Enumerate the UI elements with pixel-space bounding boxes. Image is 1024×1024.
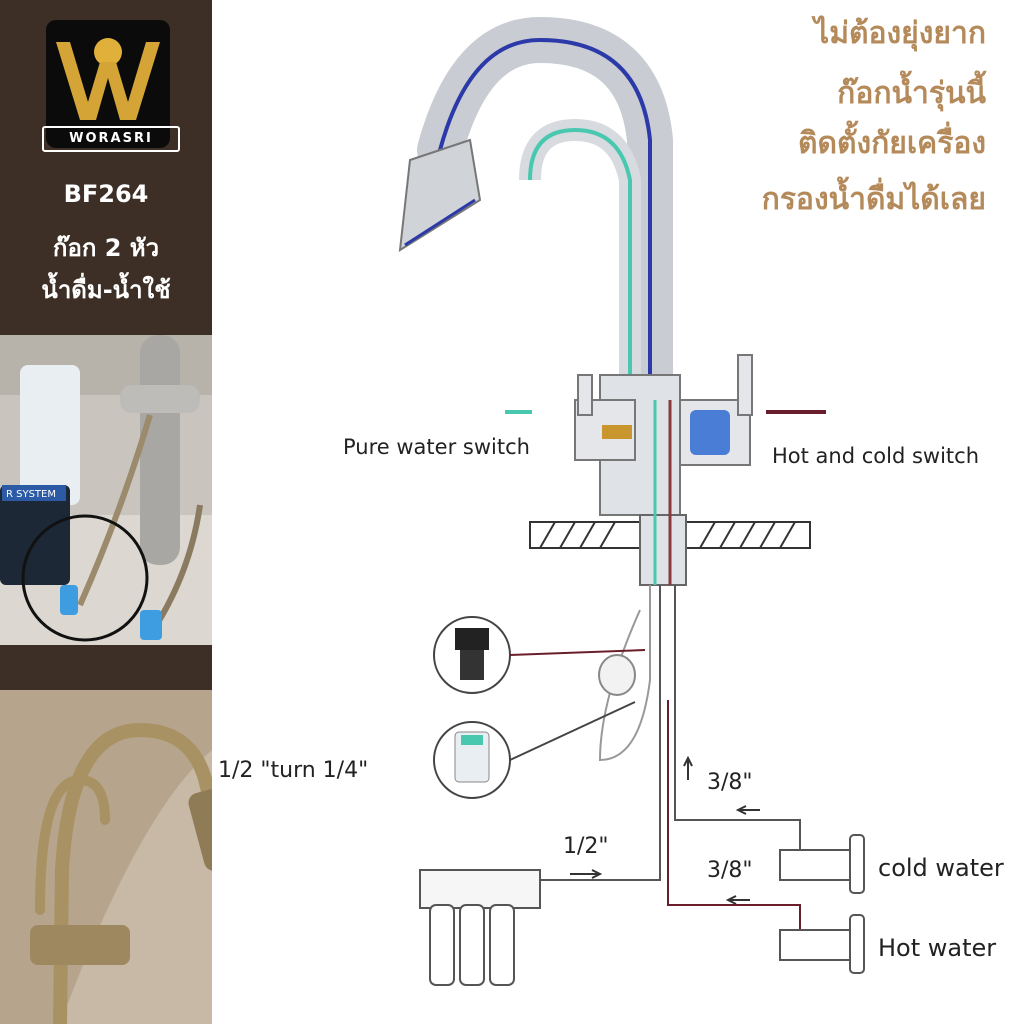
model-description-line2: น้ำดื่ม-น้ำใช้: [41, 276, 171, 304]
faucet-photo: [0, 690, 212, 1024]
headline-line3: ติดตั้งกัยเครื่อง: [798, 126, 986, 161]
size-3-8-top-label: 3/8": [707, 770, 753, 795]
brand-panel: WORASRI BF264 ก๊อก 2 หัว น้ำดื่ม-น้ำใช้ …: [0, 0, 212, 1024]
hot-cold-switch-label: Hot and cold switch: [772, 444, 980, 468]
installation-photo: R SYSTEM: [0, 335, 212, 665]
headline-line1: ไม่ต้องยุ่งยาก: [814, 16, 986, 51]
size-1-2-label: 1/2": [563, 834, 609, 859]
connector-turn-label: 1/2 "turn 1/4": [218, 758, 369, 783]
worasri-logo: [46, 20, 170, 148]
installation-diagram: [398, 16, 865, 986]
brand-name: WORASRI: [42, 126, 180, 152]
photo-label: R SYSTEM: [6, 489, 56, 500]
pure-water-switch-label: Pure water switch: [343, 435, 530, 459]
cold-water-label: cold water: [878, 854, 1004, 882]
headline-line4: กรองน้ำดื่มได้เลย: [761, 182, 986, 217]
headline-line2: ก๊อกน้ำรุ่นนี้: [837, 76, 986, 111]
model-description-line1: ก๊อก 2 หัว: [52, 234, 160, 262]
hot-water-label: Hot water: [878, 934, 997, 962]
size-3-8-bottom-label: 3/8": [707, 858, 753, 883]
model-code: BF264: [63, 180, 149, 208]
